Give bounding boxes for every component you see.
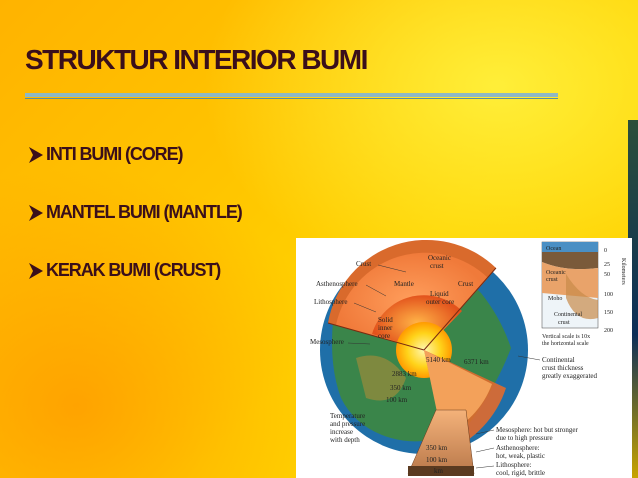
bottom-100-label: 100 km [426,456,448,464]
arrow-bullet-icon [28,261,44,281]
temp-note-4: with depth [330,436,360,444]
bullet-text: KERAK BUMI (CRUST) [46,260,220,281]
note-asthenosphere-1: Asthenosphere: [496,444,540,452]
label-crust: Crust [356,260,371,268]
note-lithosphere-2: cool, rigid, brittle [496,469,545,477]
bullet-text: MANTEL BUMI (MANTLE) [46,202,242,223]
label-oceanic-crust: Oceanic [428,254,451,262]
temp-note-1: Temperature [330,412,365,420]
inset-tick: 200 [604,328,613,334]
note-asthenosphere-2: hot, weak, plastic [496,452,545,460]
note-lithosphere-1: Lithosphere: [496,461,531,469]
inset-tick: 100 [604,292,613,298]
earth-cutaway-svg: 350 km 100 km km Crust Oceanic crust Cru… [296,238,632,478]
temp-note-2: and pressure [330,420,365,428]
label-2883-km: 2883 km [392,370,417,378]
title-underline-shadow [25,98,558,99]
arrow-bullet-icon [28,203,44,223]
bullet-item: INTI BUMI (CORE) [28,140,242,169]
inset-tick: 50 [604,272,610,278]
label-mesosphere: Mesosphere [310,338,344,346]
label-crust-right: Crust [458,280,473,288]
inset-scale-note-2: the horizontal scale [542,341,589,347]
inset-continental-crust: Continental [554,312,582,318]
label-6371-km: 6371 km [464,358,489,366]
label-lithosphere: Lithosphere [314,298,347,306]
bullet-list: INTI BUMI (CORE) MANTEL BUMI (MANTLE) KE… [28,140,242,314]
label-5140-km: 5140 km [426,356,451,364]
inset-moho: Moho [548,296,562,302]
label-liquid-outer-core-2: outer core [426,298,454,306]
title-underline [25,93,558,97]
inset-scale-note-1: Vertical scale is 10x [542,334,590,340]
label-100-km: 100 km [386,396,408,404]
inset-oceanic-crust-2: crust [546,277,558,283]
bullet-item: KERAK BUMI (CRUST) [28,256,242,285]
label-asthenosphere: Asthenosphere [316,280,358,288]
label-solid-inner-core: Solid [378,316,393,324]
note-mesosphere-2: due to high pressure [496,434,553,442]
inset-oceanic-crust: Oceanic [546,270,566,276]
inset-ocean: Ocean [546,246,561,252]
temp-note-3: increase [330,428,353,436]
slide-title: STRUKTUR INTERIOR BUMI [25,44,367,76]
note-continental-3: greatly exaggerated [542,372,597,380]
crust-inset: Ocean Oceanic crust Moho Continental cru… [542,242,626,347]
label-solid-inner-core-2: inner [378,324,393,332]
label-solid-inner-core-3: core [378,332,390,340]
earth-interior-diagram: 350 km 100 km km Crust Oceanic crust Cru… [296,238,632,478]
inset-tick: 25 [604,262,610,268]
label-mantle: Mantle [394,280,414,288]
inset-tick: 0 [604,248,607,254]
note-mesosphere-1: Mesosphere: hot but stronger [496,426,579,434]
note-continental-1: Continental [542,356,575,364]
label-350-km: 350 km [390,384,412,392]
inset-tick: 150 [604,310,613,316]
bullet-item: MANTEL BUMI (MANTLE) [28,198,242,227]
inset-continental-crust-2: crust [558,320,570,326]
bottom-350-label: 350 km [426,444,448,452]
arrow-bullet-icon [28,145,44,165]
note-continental-2: crust thickness [542,364,584,372]
bottom-km-label: km [434,467,444,475]
label-oceanic-crust-2: crust [430,262,444,270]
inset-axis-label: Kilometers [620,258,626,285]
bullet-text: INTI BUMI (CORE) [46,144,182,165]
label-liquid-outer-core: Liquid [430,290,449,298]
